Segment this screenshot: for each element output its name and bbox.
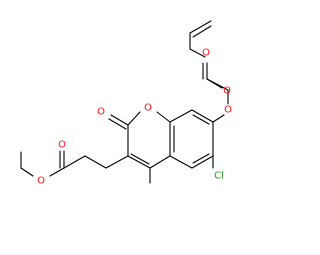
bond-c8-c7 — [191, 109, 214, 123]
bond-c3-c4 — [127, 155, 151, 169]
bond-c-ester-o-single — [49, 167, 65, 177]
bond-ester-o-right — [206, 78, 223, 89]
bond-c5-c4a — [169, 155, 193, 169]
bond-c2-o-carbonyl-2 — [108, 118, 127, 130]
bond-c6-c5-double — [192, 153, 210, 164]
carbonyl-oxygen-label: O — [97, 107, 105, 118]
ether-oxygen-label: O — [224, 105, 232, 116]
chlorine-label: Cl — [214, 171, 224, 182]
ethyl-ester-carbonyl-oxygen-label: O — [58, 140, 66, 151]
bond-c3-ch2 — [105, 155, 129, 169]
bond-o-ethyl-ch2 — [20, 167, 34, 177]
bond-ch2-ch2 — [84, 155, 107, 169]
bond-o-allyl-ch2 — [189, 48, 206, 58]
bond-c4-c4a — [149, 155, 171, 169]
bond-allyl-ch-ch2 — [189, 20, 212, 34]
ring-oxygen-label: O — [144, 103, 152, 114]
ethyl-ester-oxygen-label: O — [37, 176, 45, 187]
bond-c3-c4-double — [130, 153, 150, 165]
atom-labels: O O O O O O O Cl — [37, 48, 232, 187]
bond-o1-c8a — [156, 111, 171, 123]
bond-allyl-double — [192, 25, 212, 38]
bond-c6-c5 — [191, 155, 214, 169]
bond-c2-o1 — [127, 111, 141, 126]
structure-canvas: O O O O O O O Cl — [20, 20, 233, 187]
bond-c2-o-carbonyl-1 — [110, 114, 129, 126]
bond-c8a-c8 — [169, 109, 193, 123]
structure-svg: O O O O O O O Cl — [20, 20, 232, 187]
ester-carbonyl-oxygen-right-label: O — [223, 86, 231, 97]
bond-ch2-c-ester-left — [63, 155, 86, 169]
allyl-ester-oxygen-label: O — [202, 48, 210, 59]
bond-c7-o — [212, 114, 225, 123]
bond-c8-c7-double — [192, 114, 210, 125]
bonds — [20, 20, 229, 184]
